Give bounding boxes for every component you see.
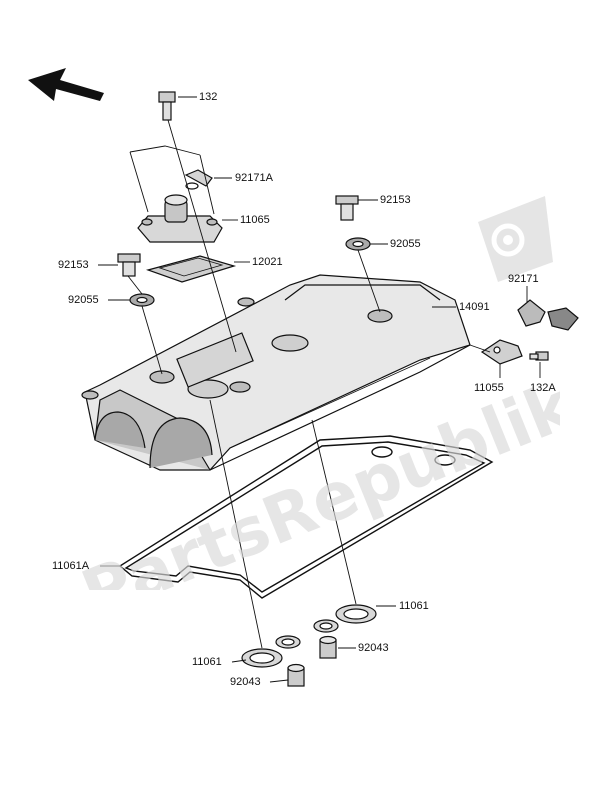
front-direction-arrow-icon [28, 68, 104, 101]
label-132a: 132A [530, 382, 556, 394]
label-132: 132 [199, 91, 218, 103]
label-11061-left: 11061 [192, 656, 222, 668]
label-11065: 11065 [240, 214, 270, 226]
label-14091: 14091 [459, 301, 490, 313]
cylinder-head-cover [81, 274, 471, 471]
bolt-92153-left [117, 253, 141, 277]
label-11061-right: 11061 [399, 600, 429, 612]
watermark-text: PartsRepublik [72, 366, 560, 590]
bolt-132a [529, 351, 549, 361]
label-12021: 12021 [252, 256, 283, 268]
label-92171a: 92171A [235, 172, 273, 184]
label-11055: 11055 [474, 382, 504, 394]
label-92043-left: 92043 [230, 676, 261, 688]
label-92055-left: 92055 [68, 294, 99, 306]
dowel-pin-92043-left [287, 663, 305, 687]
label-92153-right: 92153 [380, 194, 411, 206]
breather-cover [137, 194, 223, 243]
watermark: PartsRepublik [72, 366, 560, 590]
gear-icon [478, 196, 553, 282]
label-92043-right: 92043 [358, 642, 389, 654]
breather-plate [145, 255, 237, 283]
label-92171: 92171 [508, 273, 539, 285]
washer-92055-right [345, 237, 371, 251]
seal-11061-right [313, 604, 377, 633]
clamp-92171 [517, 299, 579, 331]
bolt-92153-right [335, 195, 359, 221]
gasket-11061a [118, 435, 494, 599]
washer-92055-left [129, 293, 155, 307]
bolt-132 [158, 91, 176, 121]
label-92055-right: 92055 [390, 238, 421, 250]
label-92153-left: 92153 [58, 259, 89, 271]
label-11061a: 11061A [52, 560, 90, 572]
leader-lines [98, 96, 541, 683]
dowel-pin-92043-right [319, 635, 337, 659]
clip-92171a [184, 169, 213, 190]
bracket-11055 [480, 339, 523, 365]
seal-11061-left [241, 635, 301, 668]
